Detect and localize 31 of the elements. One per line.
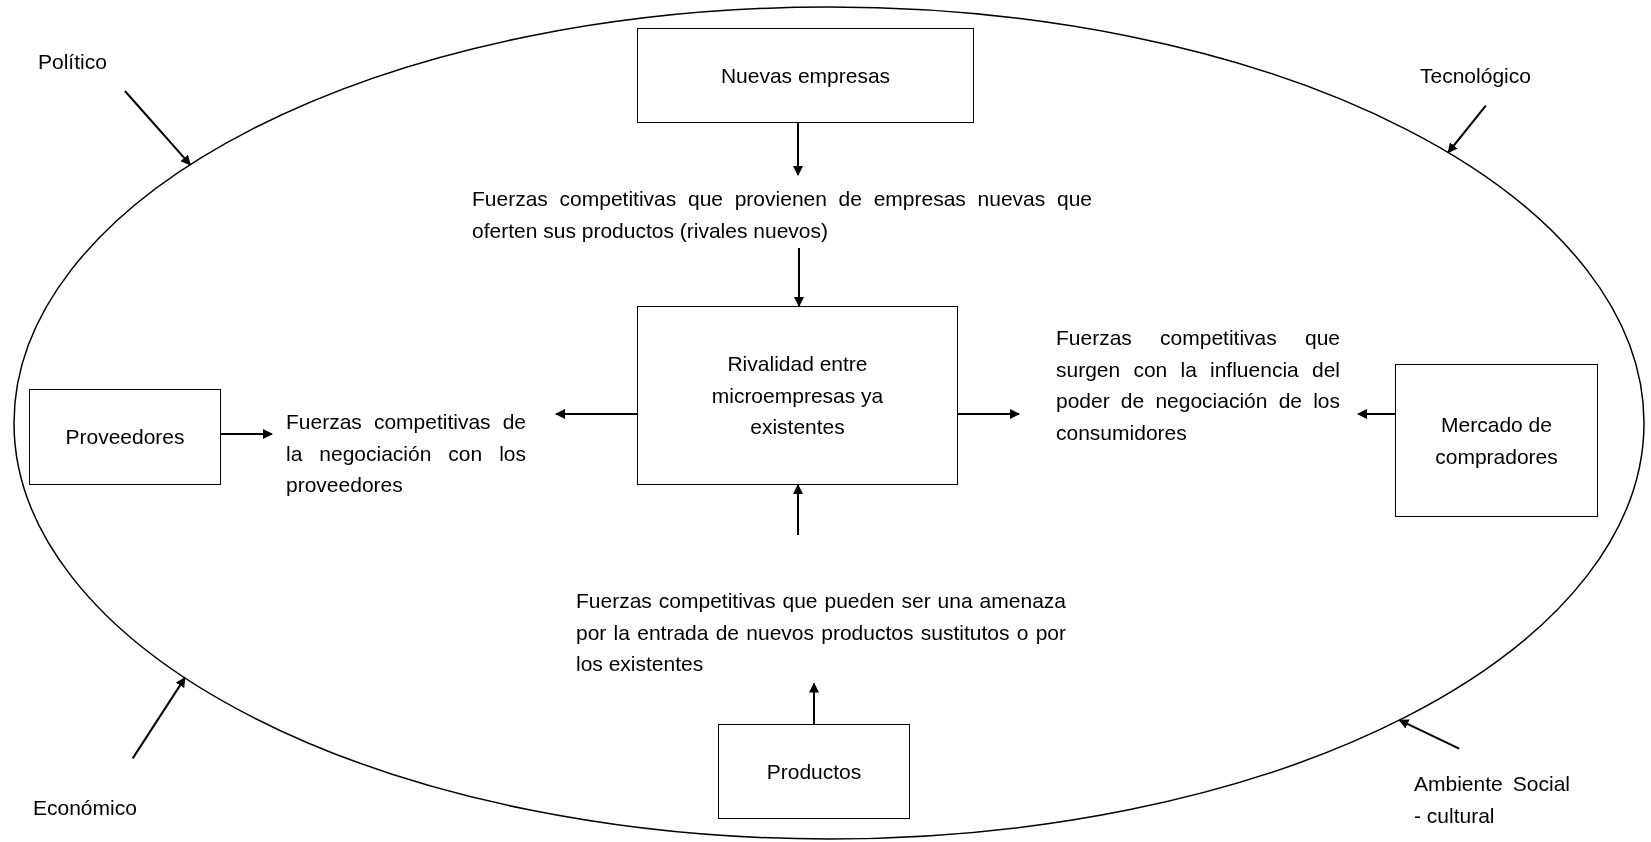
arrow [957,409,1020,419]
box-label: Rivalidad entre microempresas ya existentes [710,351,885,441]
box-label: Nuevas empresas [720,62,891,89]
process-box [637,306,958,485]
box-label: Mercado de compradores [1434,412,1559,470]
arrow [555,409,638,419]
arrow [1447,104,1487,154]
arrow [809,682,819,725]
arrow [794,247,804,307]
box-label: Productos [766,758,862,785]
arrow [793,484,803,536]
process-box [718,724,910,819]
force-description: Fuerzas competitivas que surgen con la influencia del poder de negociación de los consumidores [1056,325,1340,446]
factor-label: Tecnológico [1420,63,1532,89]
factor-label: Político [38,49,108,75]
arrow [793,122,803,176]
process-box [29,389,221,485]
force-description: Fuerzas competitivas de la negociación con los proveedores [286,409,526,498]
box-label: Proveedores [65,424,185,451]
arrow [131,676,186,760]
force-description: Fuerzas competitivas que provienen de empresas nuevas que oferten sus productos (rivales nuevos) [472,186,1092,244]
factor-label: Económico [33,795,138,821]
arrow [1357,409,1396,419]
process-box [637,28,974,123]
arrow [1398,719,1461,750]
factor-label: Ambiente Social - cultural [1414,771,1570,829]
process-box [1395,364,1598,517]
force-description: Fuerzas competitivas que pueden ser una amenaza por la entrada de nuevos productos sustitutos o por los existentes [576,588,1066,677]
arrow [220,429,273,439]
oval-boundary [13,6,1645,840]
arrow [123,90,192,166]
